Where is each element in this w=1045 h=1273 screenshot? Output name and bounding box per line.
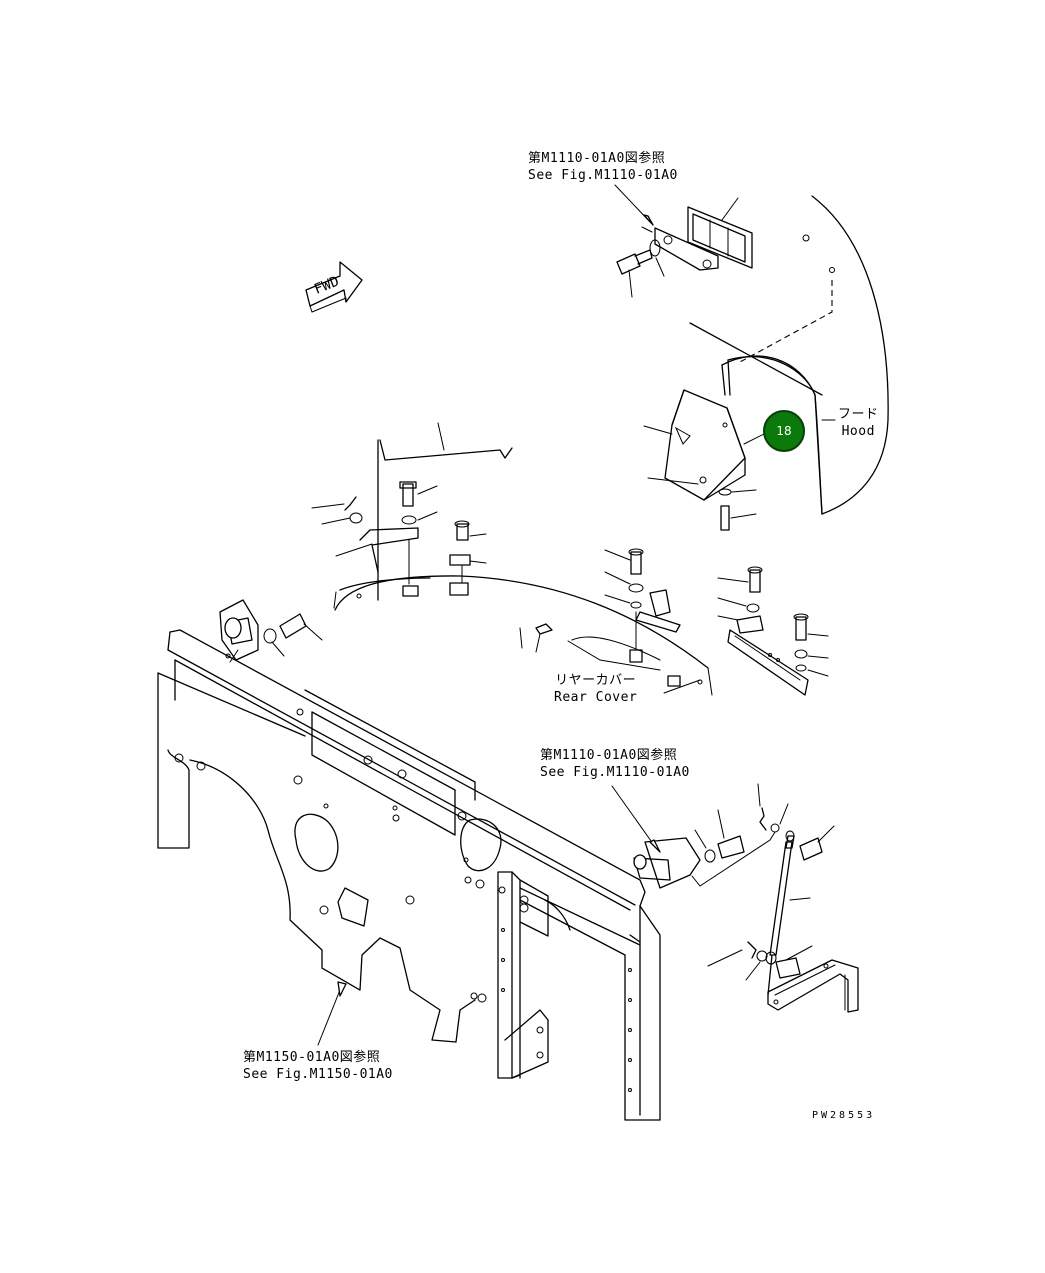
hood-label-jp: フード [838, 407, 879, 422]
hood-label-en: Hood [841, 424, 875, 439]
callout-bottom-jp: 第M1150-01A0図参照 [243, 1050, 381, 1065]
cover-stay-rod [311, 422, 513, 601]
hood-bracket [616, 197, 753, 298]
callout-mid-en: See Fig.M1110-01A0 [540, 765, 690, 780]
fwd-arrow-icon [305, 261, 363, 313]
callout-bottom: 第M1150-01A0図参照 See Fig.M1150-01A0 [243, 1049, 393, 1083]
main-frame [157, 629, 661, 1121]
middle-bolts [604, 548, 829, 696]
hood-label[interactable]: フード Hood [838, 406, 879, 440]
leader-mid [611, 785, 657, 849]
drawing-number: PW28553 [812, 1110, 876, 1121]
hinge-lower-right [633, 783, 835, 889]
frame-fasteners [174, 653, 632, 1092]
rear-cover-label-en: Rear Cover [554, 690, 638, 705]
callout-mid: 第M1110-01A0図参照 See Fig.M1110-01A0 [540, 747, 690, 781]
callout-top: 第M1110-01A0図参照 See Fig.M1110-01A0 [528, 150, 678, 184]
rear-cover [333, 575, 713, 696]
latch-hardware [399, 481, 487, 597]
callout-bottom-en: See Fig.M1150-01A0 [243, 1067, 393, 1082]
rear-cover-label[interactable]: リヤーカバー Rear Cover [554, 672, 637, 706]
part-number-badge[interactable]: 18 [763, 410, 805, 452]
leader-bottom [317, 984, 343, 1046]
callout-top-en: See Fig.M1110-01A0 [528, 168, 678, 183]
gas-spring [707, 830, 859, 1013]
rear-cover-label-jp: リヤーカバー [555, 673, 637, 688]
hood-outline [689, 195, 889, 515]
hinge-upper-left [219, 599, 323, 663]
callout-top-jp: 第M1110-01A0図参照 [528, 151, 666, 166]
callout-mid-jp: 第M1110-01A0図参照 [540, 748, 678, 763]
hood-mount-box [643, 389, 769, 531]
